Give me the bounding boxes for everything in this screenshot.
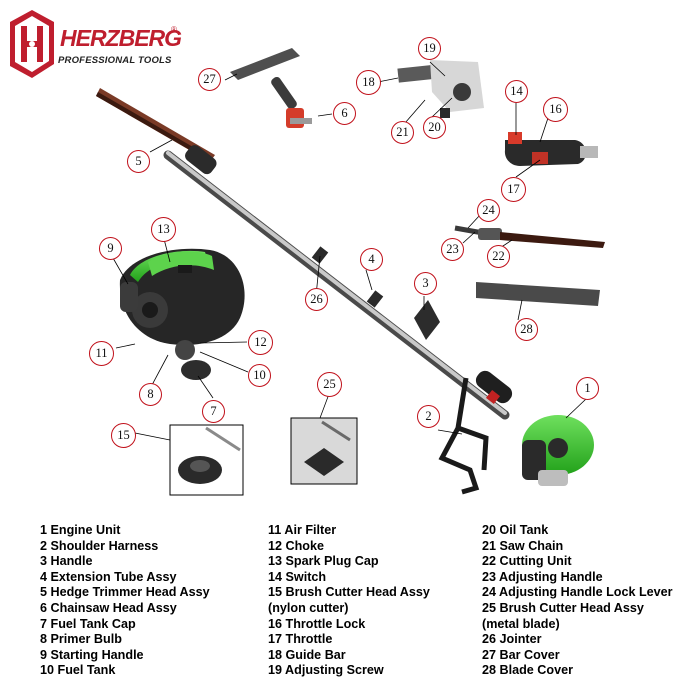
part-label: 7 Fuel Tank Cap [40,616,136,631]
registered-mark: ® [171,25,177,34]
part-label: 21 Saw Chain [482,538,564,553]
rear-grip [475,370,513,405]
chainsaw-head [271,76,312,128]
part-label: 10 Fuel Tank [40,663,116,678]
brand-tagline: PROFESSIONAL TOOLS [58,55,172,66]
callout-16: 16 [543,97,568,122]
throttle-grip [504,132,598,166]
callout-23: 23 [441,238,464,261]
callout-14: 14 [505,80,528,103]
part-label: 13 Spark Plug Cap [268,554,379,569]
callout-5: 5 [127,150,150,173]
callout-1: 1 [576,377,599,400]
part-label: 2 Shoulder Harness [40,538,159,553]
extension-tube [163,150,510,420]
part-label: 16 Throttle Lock [268,616,366,631]
herzberg-logo: HERZBERG ® PROFESSIONAL TOOLS [8,8,182,80]
callout-27: 27 [198,68,221,91]
callout-24: 24 [477,199,500,222]
part-label: 5 Hedge Trimmer Head Assy [40,585,210,600]
callout-4: 4 [360,248,383,271]
adjustable-hedge-head [454,225,605,248]
brand-name: HERZBERG [60,25,182,51]
loop-handle [414,300,440,340]
part-label: 28 Blade Cover [482,663,573,678]
metal-blade-inset [290,417,358,485]
nylon-cutter-inset [169,424,244,496]
engine-unit [522,415,594,486]
part-label: (metal blade) [482,616,560,631]
parts-list-column-2: 11 Air Filter 12 Choke 13 Spark Plug Cap… [268,523,430,679]
part-label: 25 Brush Cutter Head Assy [482,600,644,615]
callout-28: 28 [515,318,538,341]
part-label: 18 Guide Bar [268,647,346,662]
callout-15: 15 [111,423,136,448]
blade-cover [476,282,600,306]
callout-21: 21 [391,121,414,144]
callout-20: 20 [423,116,446,139]
callout-19: 19 [418,37,441,60]
part-label: 24 Adjusting Handle Lock Lever [482,585,673,600]
part-label: 22 Cutting Unit [482,554,572,569]
part-label: 15 Brush Cutter Head Assy [268,585,430,600]
part-label: 11 Air Filter [268,523,337,537]
part-label: 23 Adjusting Handle [482,569,603,584]
callout-13: 13 [151,217,176,242]
parts-list-column-1: 1 Engine Unit 2 Shoulder Harness 3 Handl… [40,523,210,679]
engine-detail [119,248,245,380]
part-label: 14 Switch [268,569,327,584]
part-label: 27 Bar Cover [482,647,560,662]
callout-10: 10 [248,364,271,387]
part-label: 17 Throttle [268,632,333,647]
part-label: 3 Handle [40,554,93,569]
tool-illustration [96,48,605,496]
callout-8: 8 [139,383,162,406]
shoulder-harness [438,377,489,495]
callout-17: 17 [501,177,526,202]
part-label: 6 Chainsaw Head Assy [40,600,177,615]
callout-22: 22 [487,245,510,268]
callout-11: 11 [89,341,114,366]
callout-2: 2 [417,405,440,428]
part-label: 19 Adjusting Screw [268,663,384,678]
part-label: 26 Jointer [482,632,542,647]
part-label: 9 Starting Handle [40,647,144,662]
callout-26: 26 [305,288,328,311]
logo-emblem-icon [10,10,54,78]
callout-7: 7 [202,400,225,423]
chainsaw-detail [397,60,484,118]
part-label: 8 Primer Bulb [40,632,122,647]
part-label: 12 Choke [268,538,324,553]
part-label: (nylon cutter) [268,600,349,615]
callout-18: 18 [356,70,381,95]
leader-lines [112,61,587,441]
callout-6: 6 [333,102,356,125]
part-label: 4 Extension Tube Assy [40,569,177,584]
part-label: 1 Engine Unit [40,523,121,537]
hedge-trimmer-head [96,88,217,175]
callout-25: 25 [317,372,342,397]
callout-3: 3 [414,272,437,295]
part-label: 20 Oil Tank [482,523,549,537]
parts-list-column-3: 20 Oil Tank 21 Saw Chain 22 Cutting Unit… [482,523,673,679]
bar-cover [230,48,300,80]
callout-9: 9 [99,237,122,260]
callout-12: 12 [248,330,273,355]
